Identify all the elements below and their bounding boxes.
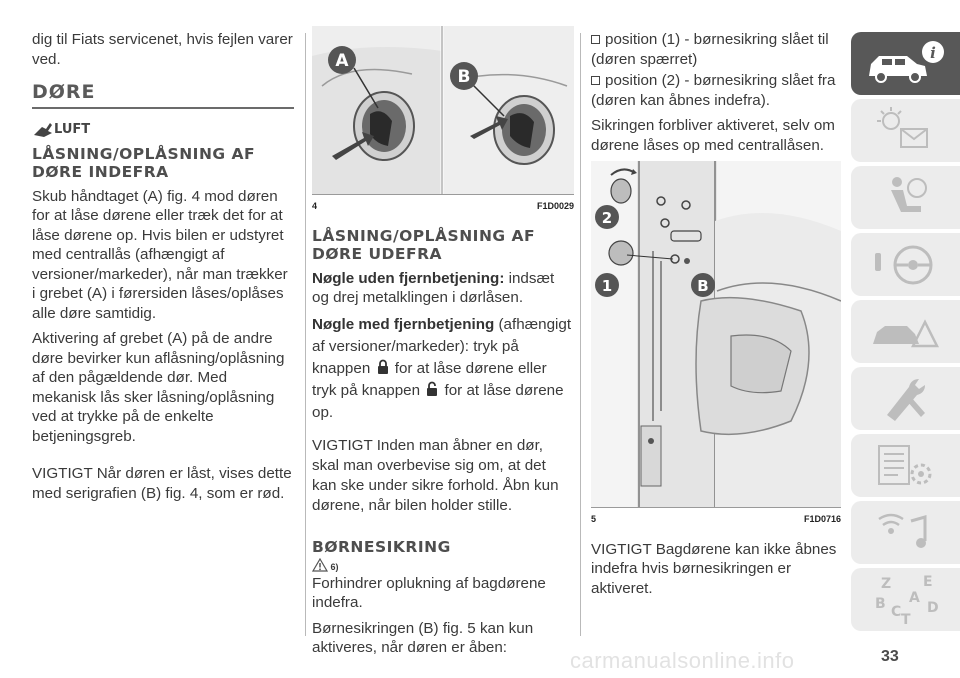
breakdown-icon [873,319,940,348]
svg-text:B: B [875,596,886,612]
heading-rule [32,106,294,109]
lock-closed-icon [377,359,388,374]
key-remote-text-1: (afhængigt af versioner/markeder): tryk … [312,315,572,377]
key-no-remote-label: Nøgle uden fjernbetjening: [312,269,505,287]
figure-4-caption: 4 F1D0029 [312,194,574,217]
lock-logo: LUFT [32,115,294,139]
tab-starting-driving[interactable] [851,233,960,296]
paragraph-important-1: VIGTIGT Når døren er låst, vises dette m… [32,465,292,502]
paragraph-inside-1: Skub håndtaget (A) fig. 4 mod døren for … [32,187,288,322]
section-heading-doors: DØRE [32,81,96,103]
specifications-icon [878,445,932,485]
figure-4-number: 4 [312,201,318,211]
page-number: 33 [881,648,899,665]
hand-lock-icon: LUFT [34,122,90,137]
lock-open-icon [427,381,438,396]
paragraph-child-2: Børnesikringen (B) fig. 5 kan kun aktive… [312,619,534,657]
paragraph-important-2: VIGTIGT Inden man åbner en dør, skal man… [312,436,559,514]
key-remote-text-2: for at låse dørene eller tryk på knappen [312,359,547,399]
steering-wheel-icon [875,245,933,285]
paragraph-important-3: VIGTIGT Bagdørene kan ikke åbnes indefra… [591,540,837,597]
column-1: dig til Fiats servicenet, hvis fejlen va… [32,30,294,509]
figure-5-label-1: 1 [602,277,612,295]
bullet-position-2: position (2) - børnesikring slået fra (d… [591,72,836,109]
svg-text:A: A [909,590,920,606]
tab-specifications[interactable] [851,434,960,497]
key-remote-label: Nøgle med fjernbetjening [312,315,495,333]
svg-text:LUFT: LUFT [54,122,90,137]
figure-5-label-2: 2 [602,209,612,227]
paragraph-inside-2: Aktivering af grebet (A) på de andre dør… [32,330,285,445]
heading-inside-locking: LÅSNING/OPLÅSNING AF DØRE INDEFRA [32,144,256,181]
tab-maintenance[interactable] [851,367,960,430]
index-icon: Z E A B C D T [875,574,939,628]
bullet-square-icon [591,35,600,44]
watermark: carmanualsonline.info [570,648,795,673]
bullet-square-icon [591,76,600,85]
paragraph-key-no-remote: Nøgle uden fjernbetjening: indsæt og dre… [312,269,574,308]
svg-text:D: D [927,600,939,616]
bullet-position-1: position (1) - børnesikring slået til (d… [591,31,829,68]
figure-4-code: F1D0029 [536,201,574,211]
figure-5: 2 1 B [591,161,841,507]
tab-safety[interactable] [851,166,960,229]
column-divider-1 [305,33,306,636]
svg-text:E: E [923,574,933,590]
column-2: A B 4 F1D0029 LÅSNING/OPLÅSNING AF DØRE … [311,26,574,664]
warning-triangle-icon [311,557,329,572]
heading-child-lock: BØRNESIKRING [312,538,574,556]
figure-4-illustration: A B [312,26,574,194]
svg-text:C: C [891,604,901,620]
figure-4-label-b: B [458,67,471,87]
tab-emergency[interactable] [851,300,960,363]
key-no-remote-text: indsæt og drej metalklingen i dørlåsen. [312,269,555,307]
tab-multimedia[interactable] [851,501,960,564]
chapter-tabs: i [851,32,960,635]
paragraph-child-lock-active: Sikringen forbliver aktiveret, selv om d… [591,117,835,154]
airbag-seat-icon [891,177,927,212]
figure-5-illustration: 2 1 B [591,161,841,507]
heading-outside-locking: LÅSNING/OPLÅSNING AF DØRE UDEFRA [312,226,536,263]
figure-5-code: F1D0716 [803,514,841,524]
figure-5-label-b: B [697,277,708,295]
paragraph-child-1: Forhindrer oplukning af bagdørene indefr… [312,574,546,612]
column-divider-2 [580,33,581,636]
svg-text:i: i [930,44,936,62]
car-info-icon: i [869,41,944,83]
svg-text:Z: Z [881,576,891,592]
child-lock-ref: 6) [330,561,339,572]
intro-text: dig til Fiats servicenet, hvis fejlen va… [32,31,293,68]
heading-child-lock-text: BØRNESIKRING [312,537,451,556]
figure-5-caption: 5 F1D0716 [591,507,841,530]
tab-car-info[interactable]: i [851,32,960,95]
key-remote-text-3: for at låse dørene op. [312,381,564,421]
svg-text:T: T [901,612,911,628]
wrench-icon [887,379,925,421]
figure-4: A B [312,26,574,194]
tab-warning-lights[interactable] [851,99,960,162]
warning-lights-icon [877,107,928,148]
figure-5-number: 5 [591,514,597,524]
multimedia-icon [878,513,927,548]
child-lock-warning-ref: 6) [311,557,574,574]
paragraph-key-remote: Nøgle med fjernbetjening (afhængigt af v… [312,314,574,424]
column-3: position (1) - børnesikring slået til (d… [591,30,841,604]
tab-index[interactable]: Z E A B C D T [851,568,960,631]
figure-4-label-a: A [335,51,349,71]
